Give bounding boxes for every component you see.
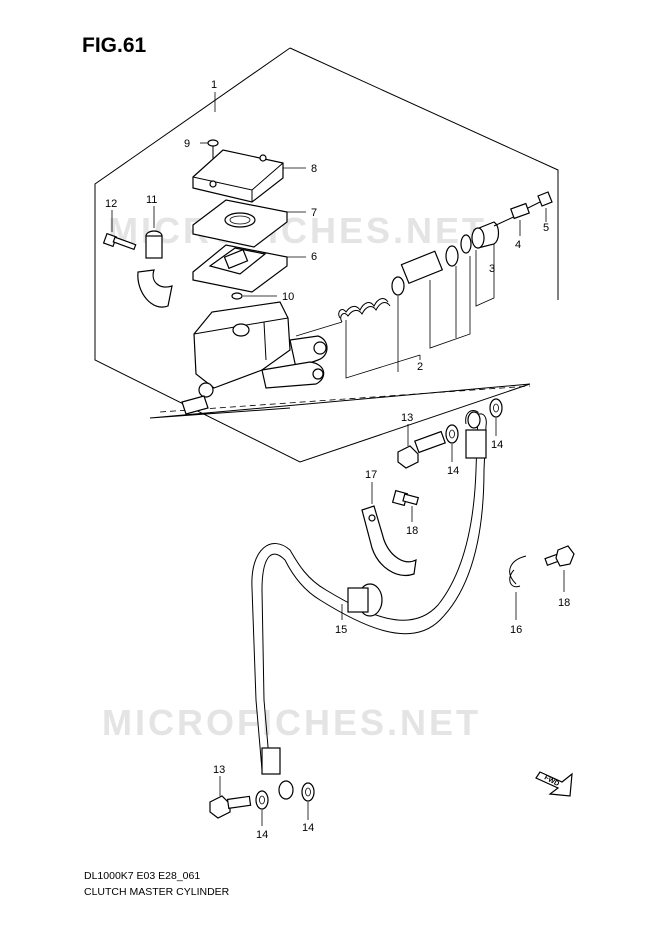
boot-part-3: [460, 221, 500, 307]
clip-part-16: [509, 555, 527, 620]
callout-1: 1: [211, 79, 217, 91]
fwd-arrow-icon: FWD: [535, 771, 573, 797]
union-bolt-part-13-upper: [397, 424, 446, 469]
callout-16: 16: [510, 624, 522, 636]
callout-5: 5: [543, 222, 549, 234]
callout-13-lower: 13: [213, 764, 225, 776]
piston-set-part-2: [338, 245, 471, 379]
callout-2: 2: [417, 361, 423, 373]
callout-11: 11: [146, 194, 157, 206]
nut-part-5: [537, 191, 553, 222]
bolt-part-18-b: [544, 545, 575, 592]
caption-name: CLUTCH MASTER CYLINDER: [84, 886, 230, 898]
callout-8: 8: [311, 163, 317, 175]
watermark-bottom: MICROFICHES.NET: [102, 702, 481, 743]
bolt-part-18-a: [391, 489, 420, 522]
callout-7: 7: [311, 207, 317, 219]
washer-part-14-d: [301, 782, 315, 820]
clamp-part-11: [137, 206, 173, 308]
bracket-part-17: [361, 482, 417, 576]
plug-part-10: [231, 292, 277, 300]
callout-3: 3: [489, 263, 495, 275]
washer-part-14-b: [489, 398, 503, 436]
assembly-box: [94, 47, 559, 463]
washer-part-14-a: [445, 424, 459, 462]
bolt-part-12: [102, 210, 137, 251]
diaphragm-part-6: [192, 244, 306, 293]
caption-code: DL1000K7 E03 E28_061: [84, 870, 200, 882]
callout-17: 17: [365, 469, 377, 481]
callout-9: 9: [184, 138, 190, 150]
union-bolt-part-13-lower: [209, 776, 252, 819]
watermark-top: MICROFICHES.NET: [108, 210, 487, 251]
clutch-hose-part-15: [251, 410, 487, 800]
master-cylinder-body: [181, 301, 343, 415]
callout-14-a: 14: [447, 465, 459, 477]
screw-part-9: [200, 139, 219, 160]
callout-6: 6: [311, 251, 317, 263]
callout-4: 4: [515, 239, 521, 251]
diaphragm-plate-part-7: [192, 199, 306, 248]
callout-10: 10: [282, 291, 294, 303]
pushrod-part-4: [493, 201, 541, 236]
callout-18-b: 18: [558, 597, 570, 609]
callout-15: 15: [335, 624, 347, 636]
figure-title: FIG.61: [82, 34, 147, 57]
callout-14-d: 14: [302, 822, 314, 834]
fwd-label: FWD: [543, 774, 560, 788]
callout-14-b: 14: [491, 439, 503, 451]
callout-18-a: 18: [406, 525, 418, 537]
reservoir-cap-part-8: [192, 149, 306, 203]
callout-12: 12: [105, 198, 117, 210]
callout-14-c: 14: [256, 829, 268, 841]
washer-part-14-c: [255, 790, 269, 826]
callout-13-upper: 13: [401, 412, 413, 424]
